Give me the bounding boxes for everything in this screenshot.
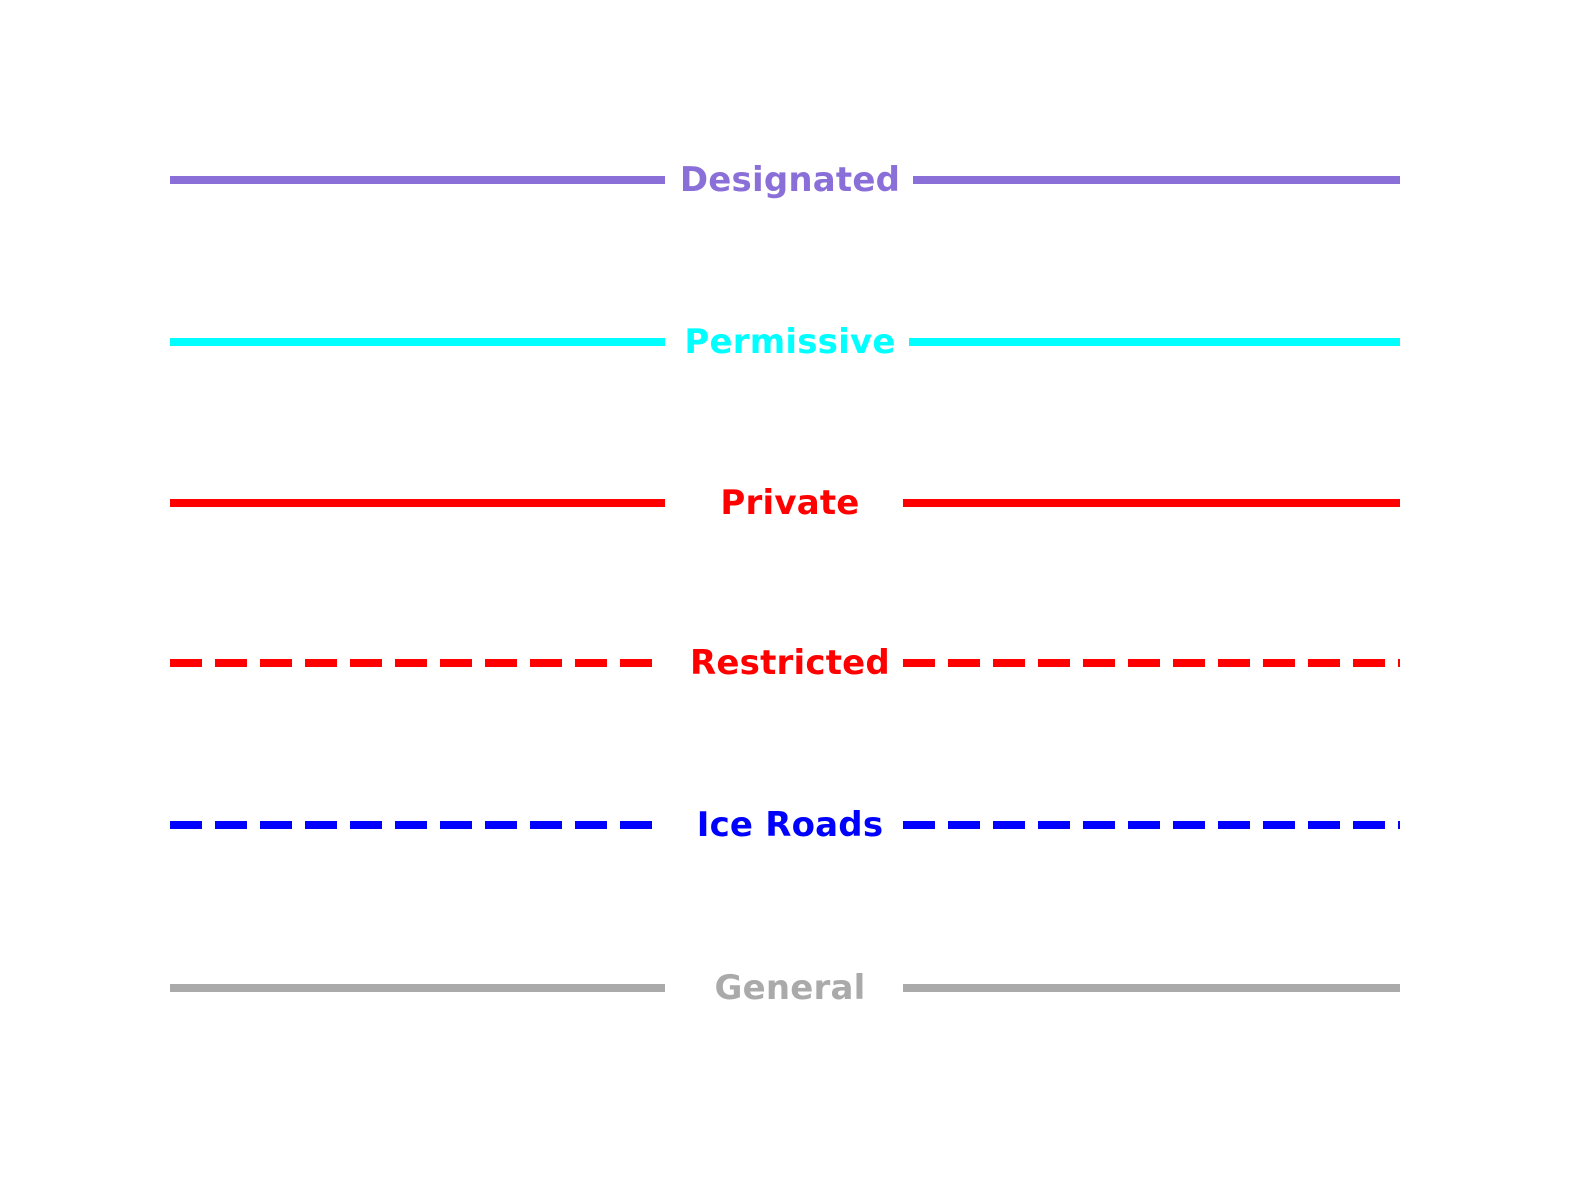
legend-line-right-general <box>903 984 1400 992</box>
legend-line-right-designated <box>903 176 1400 184</box>
legend-line-right-restricted <box>903 659 1400 667</box>
legend-row-restricted: Restricted <box>0 633 1580 693</box>
legend-row-ice-roads: Ice Roads <box>0 795 1580 855</box>
legend-line-right-ice-roads <box>903 821 1400 829</box>
legend-label-private: Private <box>707 486 873 520</box>
legend-row-general: General <box>0 958 1580 1018</box>
legend-label-general: General <box>701 971 879 1005</box>
legend-row-private: Private <box>0 473 1580 533</box>
legend-line-left-ice-roads <box>170 821 665 829</box>
legend-row-permissive: Permissive <box>0 312 1580 372</box>
legend-line-left-restricted <box>170 659 665 667</box>
legend-label-permissive: Permissive <box>671 325 909 359</box>
legend-label-ice-roads: Ice Roads <box>683 808 897 842</box>
legend-label-restricted: Restricted <box>677 646 903 680</box>
legend-row-designated: Designated <box>0 150 1580 210</box>
legend-line-left-private <box>170 499 665 507</box>
legend-line-left-designated <box>170 176 665 184</box>
legend-line-right-permissive <box>903 338 1400 346</box>
legend-line-left-permissive <box>170 338 665 346</box>
legend-line-right-private <box>903 499 1400 507</box>
legend-label-designated: Designated <box>666 163 914 197</box>
legend-line-left-general <box>170 984 665 992</box>
